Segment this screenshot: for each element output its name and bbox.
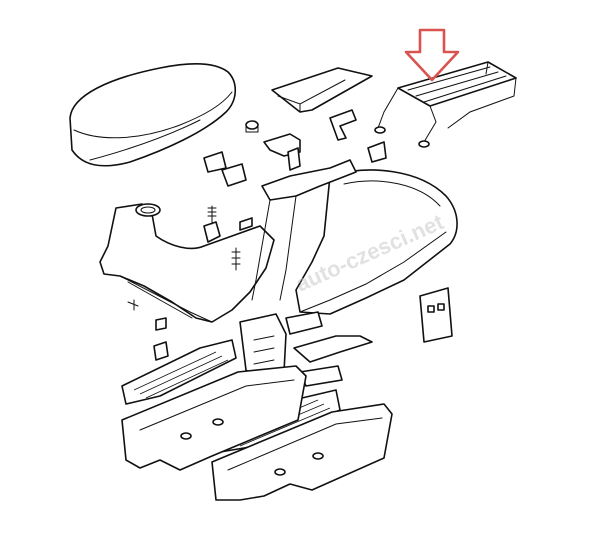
screw (127, 299, 169, 361)
tool-tray (271, 67, 373, 113)
bolt (245, 120, 259, 133)
left-side-cover (121, 365, 307, 471)
right-side-cover (211, 403, 393, 501)
arrow-down-icon (404, 28, 460, 82)
seat (69, 63, 237, 167)
left-floorboard (121, 339, 237, 405)
license-plate-holder (419, 287, 453, 343)
fuel-tank (99, 203, 275, 323)
fuel-tap (203, 205, 253, 271)
luggage-rack (374, 61, 517, 148)
center-bracket (239, 311, 373, 387)
rear-fender (251, 159, 458, 315)
bracket (203, 109, 387, 187)
